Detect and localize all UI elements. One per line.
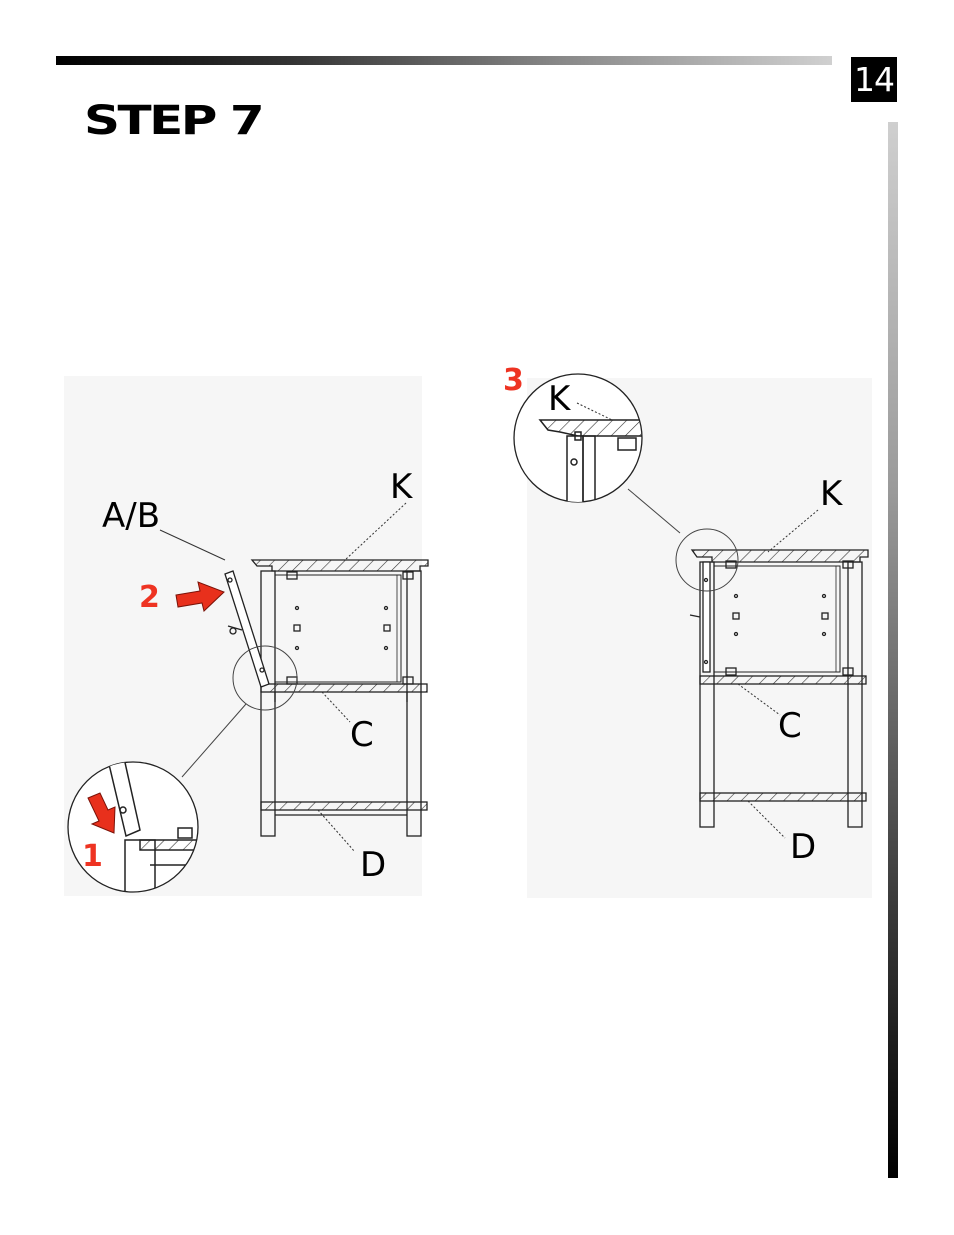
callout-2: 2 bbox=[139, 580, 160, 615]
callout-3: 3 bbox=[503, 363, 524, 398]
label-k-detail: K bbox=[548, 379, 572, 419]
label-d-right: D bbox=[790, 827, 816, 867]
label-c-right: C bbox=[778, 706, 802, 746]
label-k: K bbox=[390, 467, 414, 507]
label-d: D bbox=[360, 845, 386, 885]
label-k-right: K bbox=[820, 474, 844, 514]
callout-1: 1 bbox=[82, 839, 103, 874]
label-ab: A/B bbox=[102, 496, 160, 536]
label-c: C bbox=[350, 715, 374, 755]
